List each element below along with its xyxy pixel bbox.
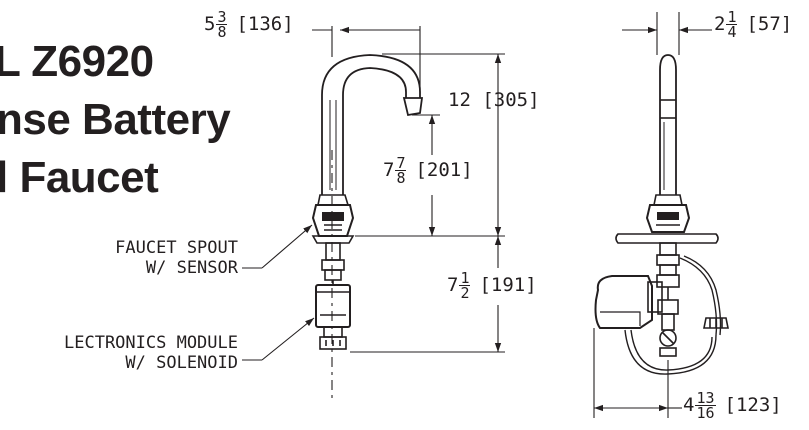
callout-electronics-module: LECTRONICS MODULE W/ SOLENOID xyxy=(64,333,238,373)
front-dimension-lines xyxy=(312,26,505,353)
title-type: l Faucet xyxy=(0,153,159,202)
title-model: L Z6920 xyxy=(0,37,154,86)
callout-spout-line2: W/ SENSOR xyxy=(145,258,238,278)
callout-spout-line1: FAUCET SPOUT xyxy=(115,238,238,258)
callout-module-line2: W/ SOLENOID xyxy=(125,353,238,373)
front-view-faucet xyxy=(311,54,424,400)
callout-module-line1: LECTRONICS MODULE xyxy=(64,333,238,353)
dim-overall-height: 12 [305] xyxy=(448,89,540,111)
side-view-faucet xyxy=(593,12,729,418)
callout-faucet-spout: FAUCET SPOUT W/ SENSOR xyxy=(115,238,238,278)
callout-leaders xyxy=(242,224,315,361)
title-product: nse Battery xyxy=(0,95,231,144)
